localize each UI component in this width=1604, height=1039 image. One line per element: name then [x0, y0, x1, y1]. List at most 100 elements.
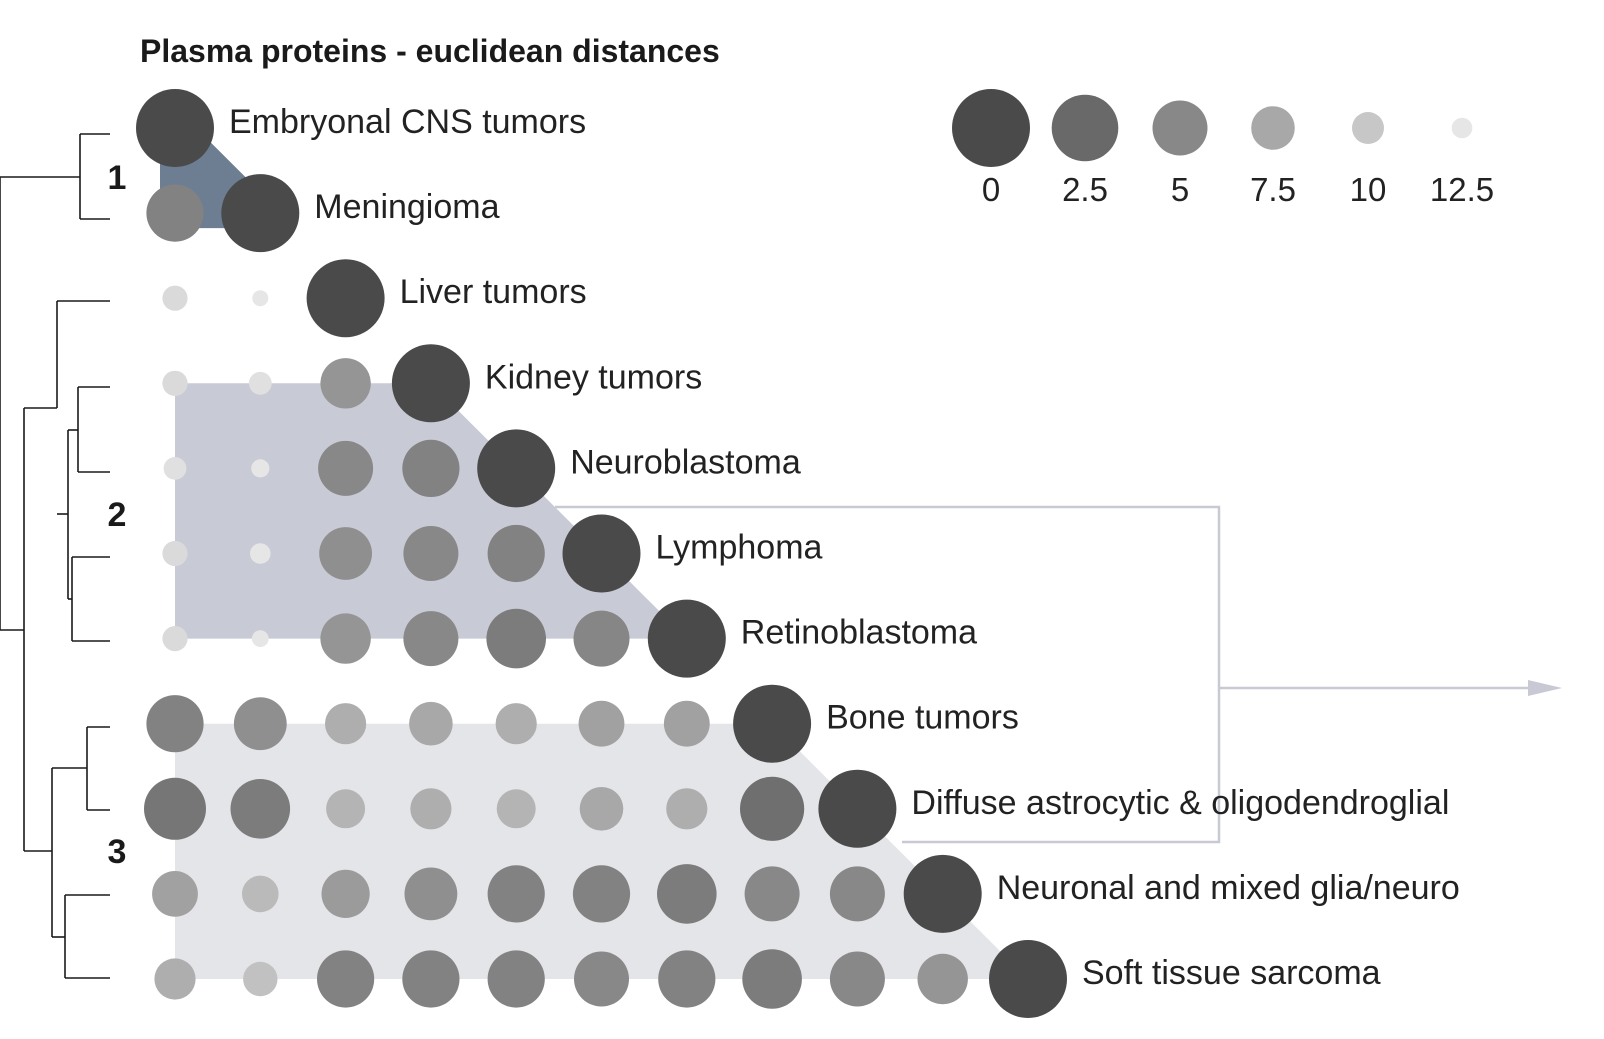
distance-dot — [579, 787, 624, 831]
legend-label: 2.5 — [1062, 171, 1108, 208]
cluster-label-1: 1 — [108, 159, 127, 197]
row-label: Meningioma — [314, 188, 499, 226]
distance-dot — [319, 527, 372, 580]
distance-dot — [744, 866, 800, 922]
legend-dot — [952, 89, 1030, 167]
row-label: Embryonal CNS tumors — [229, 103, 586, 141]
row-label: Soft tissue sarcoma — [1082, 954, 1381, 992]
distance-dot — [647, 599, 726, 678]
distance-dot — [162, 540, 188, 567]
size-legend: 0 2.5 5 7.5 10 12.5 — [952, 89, 1494, 208]
distance-dot — [243, 961, 278, 997]
distance-dot — [410, 788, 452, 830]
distance-dot — [403, 611, 459, 667]
cluster-bracket-arrow — [555, 505, 1562, 844]
distance-dot — [562, 514, 641, 593]
distance-dot — [818, 769, 897, 848]
distance-dot — [241, 875, 279, 913]
distance-dot — [233, 697, 287, 751]
distance-dot — [402, 950, 460, 1008]
distance-dot — [917, 953, 968, 1005]
distance-dot — [829, 866, 885, 922]
row-label: Bone tumors — [826, 699, 1019, 737]
bracket-arrow-head — [1528, 680, 1562, 696]
distance-dot — [666, 788, 708, 830]
distance-dot — [230, 779, 291, 839]
distance-dot — [574, 951, 629, 1007]
cluster-2-region — [175, 383, 687, 639]
distance-dot — [162, 285, 188, 311]
legend-dot — [1352, 112, 1384, 144]
cluster-label-2: 2 — [108, 496, 127, 534]
distance-dot — [318, 440, 374, 496]
cluster-3-region — [175, 723, 1028, 979]
distance-dot — [325, 703, 367, 745]
distance-dot — [742, 949, 802, 1009]
distance-dot — [829, 951, 885, 1007]
row-label: Neuronal and mixed glia/neuro — [997, 869, 1460, 907]
distance-dot — [578, 700, 625, 747]
cluster-labels: 1 2 3 — [108, 159, 127, 871]
distance-dot — [486, 608, 546, 669]
legend-label: 7.5 — [1250, 171, 1296, 208]
legend-dot — [1451, 117, 1473, 139]
cluster-label-3: 3 — [108, 833, 127, 871]
distance-dot — [146, 695, 204, 753]
distance-dot — [487, 865, 545, 923]
distance-dot — [496, 789, 536, 829]
distance-dot — [487, 524, 545, 583]
distance-dot — [658, 950, 716, 1008]
distance-dot — [404, 867, 458, 921]
distance-dot — [903, 854, 982, 933]
distance-dot — [251, 459, 270, 478]
distance-dot — [144, 777, 206, 840]
legend-dot — [1251, 106, 1295, 150]
distance-dot — [573, 610, 630, 667]
distance-dot — [326, 789, 366, 829]
legend-label: 0 — [982, 171, 1000, 208]
distance-dot — [249, 543, 271, 564]
distance-dot — [136, 89, 214, 167]
distance-dot — [248, 371, 272, 395]
distance-dot — [409, 701, 453, 746]
legend-label: 12.5 — [1430, 171, 1494, 208]
distance-dot — [162, 626, 188, 652]
distance-dot — [221, 174, 300, 253]
distance-dot — [146, 184, 204, 242]
row-label: Retinoblastoma — [741, 614, 977, 652]
distance-dot — [163, 457, 187, 480]
distance-dots — [136, 89, 1067, 1018]
distance-dot — [657, 864, 717, 924]
distance-dot — [572, 865, 631, 923]
distance-dot — [403, 526, 459, 581]
distance-dot — [320, 613, 371, 664]
distance-dot — [152, 871, 198, 917]
row-label: Diffuse astrocytic & oligodendroglial — [911, 784, 1449, 822]
distance-dot — [252, 290, 269, 307]
legend-dot — [1051, 94, 1119, 162]
distance-dot — [402, 439, 460, 497]
row-label: Lymphoma — [656, 529, 823, 567]
distance-dot — [740, 776, 805, 841]
legend-dot — [1152, 100, 1208, 156]
legend-label: 10 — [1350, 171, 1387, 208]
distance-dot — [251, 630, 269, 647]
row-label: Kidney tumors — [485, 358, 702, 396]
distance-dot — [495, 703, 537, 745]
cluster-bracket — [555, 505, 1221, 844]
distance-dot — [989, 940, 1067, 1018]
distance-dot — [487, 950, 545, 1008]
distance-dot — [154, 958, 196, 1000]
row-label: Liver tumors — [400, 273, 587, 311]
distance-dot — [477, 429, 556, 508]
distance-dot — [321, 869, 370, 919]
distance-dot — [391, 344, 470, 423]
distance-dot — [733, 684, 812, 763]
distance-dot — [320, 358, 371, 409]
legend-label: 5 — [1171, 171, 1189, 208]
row-label: Neuroblastoma — [570, 443, 801, 481]
distance-dot — [317, 950, 375, 1008]
distance-dot — [306, 259, 385, 338]
